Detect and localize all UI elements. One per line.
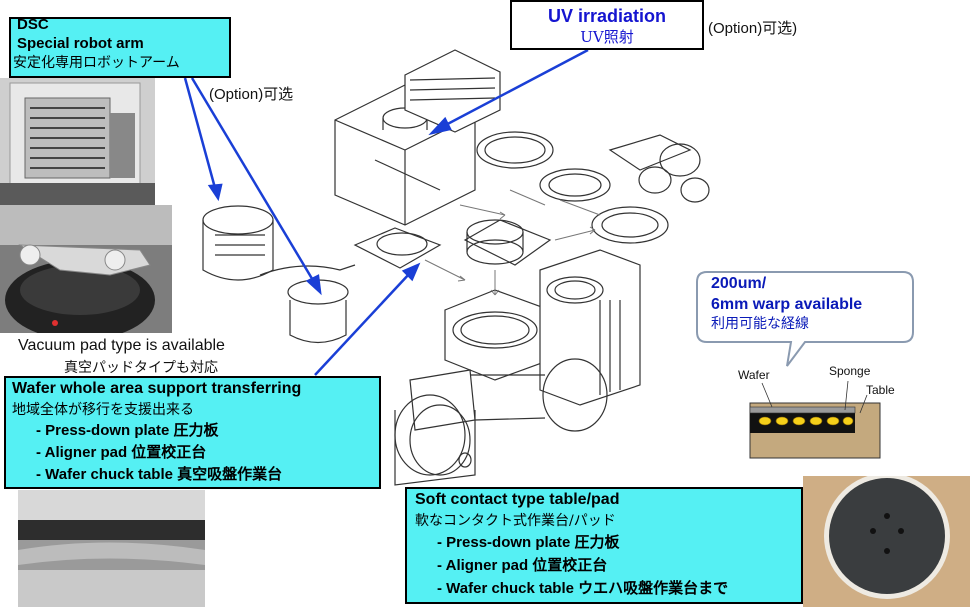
wafer-support-jp: 地域全体が移行を支援出来る — [12, 400, 379, 420]
soft-contact-jp: 軟なコンタクト式作業台/パッド — [415, 511, 801, 531]
uv-title: UV irradiation — [512, 4, 702, 28]
warp-line1: 200um/ — [711, 273, 911, 294]
warp-jp: 利用可能な経線 — [711, 315, 911, 334]
wafer-support-item-1: - Press-down plate 圧力板 — [12, 420, 379, 442]
soft-contact-item-3: - Wafer chuck table ウエハ吸盤作業台まで — [415, 577, 801, 600]
option-right-label: (Option)可选) — [708, 17, 797, 38]
soft-contact-item-2: - Aligner pad 位置校正台 — [415, 554, 801, 577]
dsc-title: DSC — [17, 16, 229, 33]
wafer-support-box: Wafer whole area support transferring 地域… — [4, 376, 381, 489]
wafer-label: Wafer — [738, 368, 770, 382]
soft-contact-box: Soft contact type table/pad 軟なコンタクト式作業台/… — [405, 487, 803, 604]
vacuum-pad-jp: 真空パッドタイプも対応 — [64, 357, 218, 377]
uv-irradiation-box: UV irradiation UV照射 — [510, 0, 704, 50]
option-left-label: (Option)可选 — [209, 83, 293, 104]
warp-callout-text: 200um/ 6mm warp available 利用可能な経線 — [711, 273, 911, 334]
dsc-subtitle: Special robot arm — [17, 33, 229, 54]
warp-line2: 6mm warp available — [711, 294, 911, 315]
dsc-robot-arm-box: DSC Special robot arm 安定化専用ロボットアーム — [9, 17, 231, 78]
wafer-support-title: Wafer whole area support transferring — [12, 378, 379, 400]
uv-jp: UV照射 — [512, 28, 702, 46]
vacuum-pad-label: Vacuum pad type is available — [18, 337, 225, 355]
wafer-support-item-2: - Aligner pad 位置校正台 — [12, 442, 379, 464]
table-label: Table — [866, 383, 895, 397]
wafer-support-item-3: - Wafer chuck table 真空吸盤作業台 — [12, 464, 379, 486]
soft-contact-item-1: - Press-down plate 圧力板 — [415, 531, 801, 554]
soft-contact-title: Soft contact type table/pad — [415, 489, 801, 511]
dsc-jp: 安定化専用ロボットアーム — [13, 54, 229, 72]
